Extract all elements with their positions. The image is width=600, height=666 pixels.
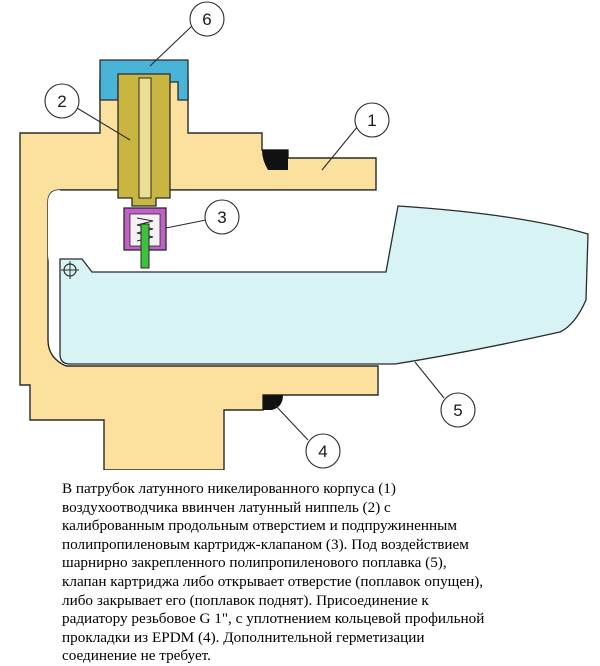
callout-4: 4 (305, 433, 341, 469)
valve-spring (136, 217, 154, 242)
callout-5: 5 (440, 392, 476, 428)
caption-line: воздухоотводчика ввинчен латунный ниппел… (62, 498, 391, 516)
caption-line: шарнирно закрепленного полипропиленового… (62, 554, 447, 572)
caption-line: калиброванным продольным отверстием и по… (62, 517, 457, 535)
caption-line: клапан картриджа либо открывает отверсти… (62, 572, 484, 590)
caption-line: прокладки из EPDM (4). Дополнительной ге… (62, 628, 425, 646)
caption-line: либо закрывает его (поплавок поднят). Пр… (62, 591, 429, 609)
leader-3 (165, 219, 207, 229)
seal-upper (262, 150, 288, 170)
float-pivot-icon (61, 261, 79, 279)
caption-line: радиатору резьбовое G 1", с уплотнением … (62, 610, 485, 628)
callout-1: 1 (354, 102, 390, 138)
float (59, 205, 589, 365)
callout-2: 2 (44, 83, 80, 119)
callout-4-label: 4 (318, 442, 327, 461)
caption: В патрубок латунного никелированного кор… (62, 480, 562, 666)
leader-1 (321, 125, 359, 171)
callout-6-label: 6 (202, 10, 211, 29)
leader-6 (149, 25, 193, 67)
callout-3: 3 (204, 199, 240, 235)
callout-2-label: 2 (57, 92, 66, 111)
callout-3-label: 3 (217, 208, 226, 227)
caption-line: соединение не требует. (62, 647, 211, 665)
callout-5-label: 5 (453, 401, 462, 420)
nipple-bore (138, 77, 152, 199)
valve-pin (140, 223, 150, 269)
caption-line: полипропиленовым картридж-клапаном (3). … (62, 535, 469, 553)
air-vent-cross-section-diagram: 1 2 3 4 5 6 (19, 1, 589, 470)
callout-1-label: 1 (367, 111, 376, 130)
caption-line: В патрубок латунного никелированного кор… (62, 480, 396, 497)
leader-4 (274, 404, 309, 441)
leader-2 (76, 107, 131, 141)
leader-5 (414, 361, 445, 399)
seal-lower (263, 395, 283, 410)
callout-6: 6 (189, 1, 225, 37)
